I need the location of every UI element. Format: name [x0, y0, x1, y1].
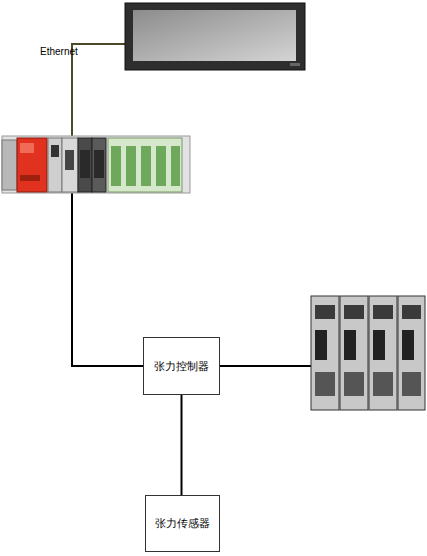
servo-wire — [220, 365, 311, 367]
wire-label: Ethernet — [40, 46, 78, 57]
process-box: 张力控制器 — [143, 337, 220, 395]
plc-wire — [72, 193, 143, 366]
connector-line — [181, 395, 183, 495]
box-content: 张力控制器 — [154, 359, 209, 374]
box-label: 张力控制器 — [154, 359, 209, 374]
plc-rack — [2, 136, 190, 193]
hmi-screen — [125, 3, 305, 70]
servo-drives — [311, 296, 425, 410]
ethernet-wire — [72, 44, 127, 136]
box-label: 张力传感器 — [155, 516, 210, 531]
process-box: 张力传感器 — [145, 495, 220, 552]
box-content: 张力传感器 — [155, 516, 210, 531]
